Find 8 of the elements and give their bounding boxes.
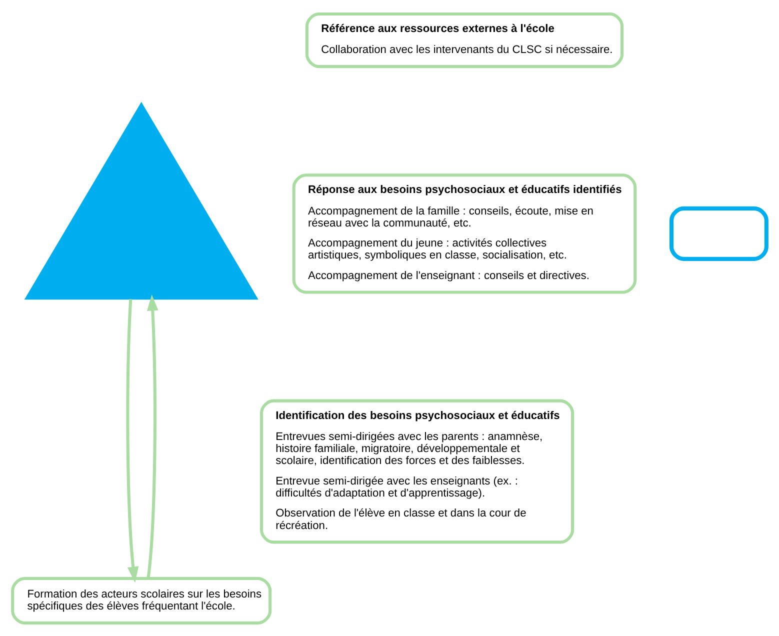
arrow [126, 298, 139, 582]
node-box: Référence aux ressources externes à l'école Collaboration avec les intervenants du CLSC si nécessaire. [305, 12, 624, 68]
node-box: Formation des acteurs scolaires sur les besoins spécifiques des élèves fréquentant l'école. [11, 576, 272, 624]
node-triangle [24, 101, 258, 300]
node-box [669, 206, 768, 260]
node-box: Identification des besoins psychosociaux et éducatifs Entrevues semi-dirigées avec les parents : anamnèse, histoire familiale, migratoire, développementale et scolaire, identification des forces et des faiblesses. Entrevue semi-dirigée avec les enseignants (ex. : difficultés d'adaptation et d'apprentissage). Observation de l'élève en classe et dans la cour de récréation. [260, 398, 574, 544]
node-box: Réponse aux besoins psychosociaux et éducatifs identifiés Accompagnement de la famille : conseils, écoute, mise en réseau avec la communauté, etc. Accompagnement du jeune : activités collectives artistiques, symboliques en classe, socialisation, etc. Accompagnement de l'enseignant : conseils et directives. [292, 173, 637, 294]
arrow [146, 294, 158, 578]
